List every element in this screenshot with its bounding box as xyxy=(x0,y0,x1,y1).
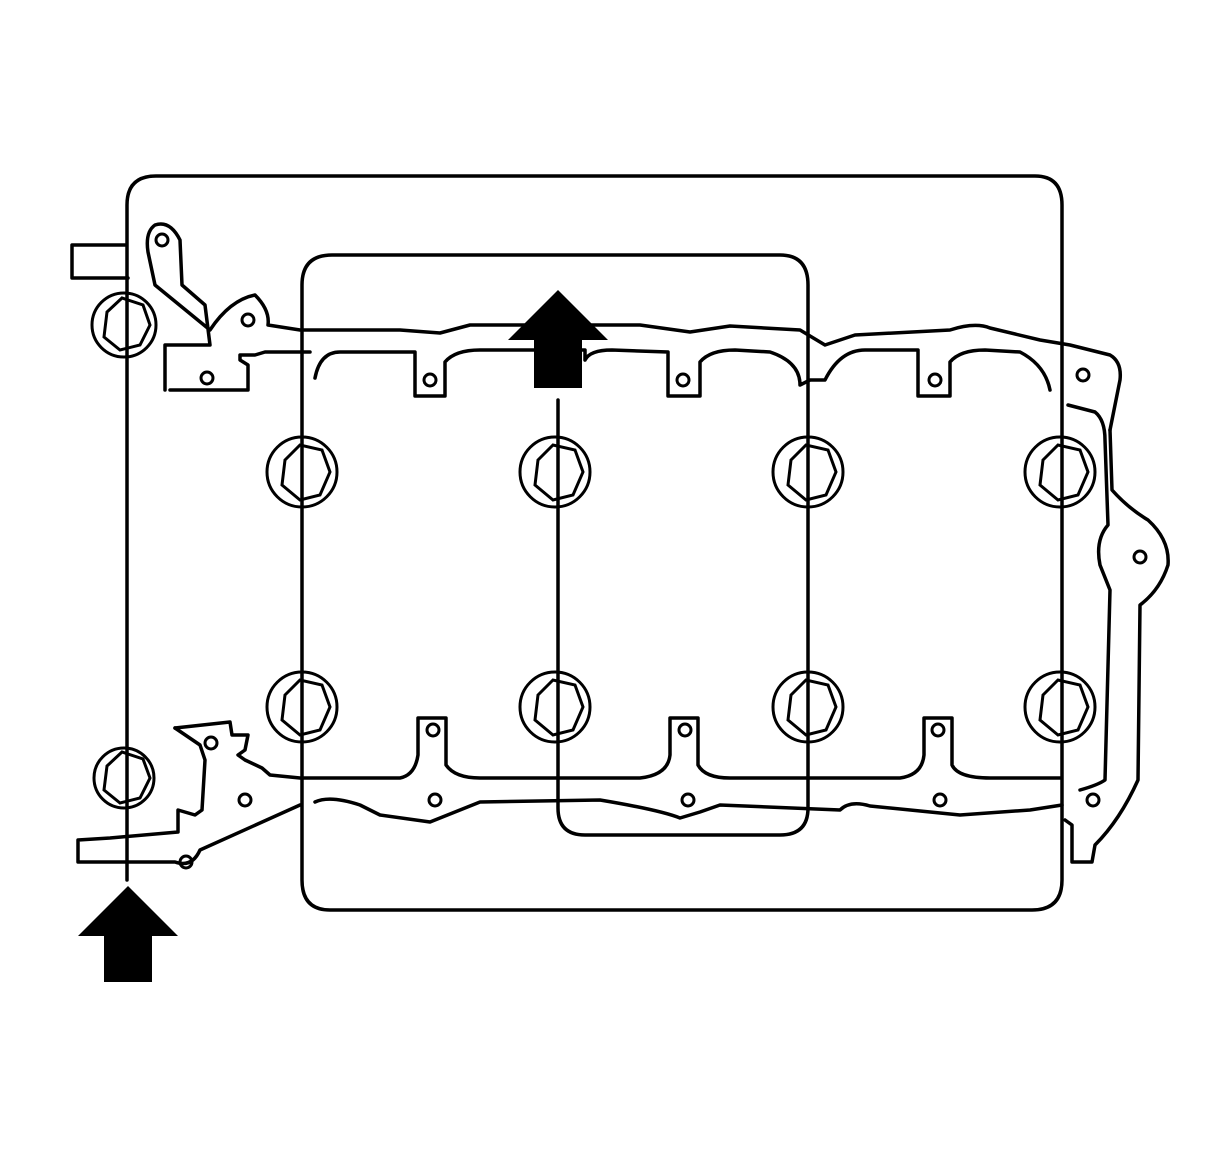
hole xyxy=(680,792,696,808)
hole xyxy=(675,372,691,388)
hole xyxy=(154,232,170,248)
bolt-icon xyxy=(518,670,592,744)
hole xyxy=(1075,367,1091,383)
hole xyxy=(240,312,256,328)
hole xyxy=(927,372,943,388)
hole xyxy=(1085,792,1101,808)
arrow-up-icon xyxy=(508,290,608,388)
hole xyxy=(199,370,215,386)
hole xyxy=(237,792,253,808)
hole xyxy=(178,854,194,870)
hole xyxy=(425,722,441,738)
bolt-icon xyxy=(1023,435,1097,509)
hole xyxy=(203,735,219,751)
hole xyxy=(427,792,443,808)
hole xyxy=(930,722,946,738)
bolt-icon xyxy=(1023,670,1097,744)
hole xyxy=(1132,549,1148,565)
bolt-heads xyxy=(102,296,1097,805)
hole xyxy=(422,372,438,388)
arrow-up-icon xyxy=(78,886,178,982)
housing-outline xyxy=(70,222,1170,866)
mounting-holes xyxy=(154,232,1148,870)
hole xyxy=(677,722,693,738)
sequence-path xyxy=(125,174,1064,912)
hole xyxy=(932,792,948,808)
direction-arrows xyxy=(78,290,608,982)
bolt-icon xyxy=(518,435,592,509)
